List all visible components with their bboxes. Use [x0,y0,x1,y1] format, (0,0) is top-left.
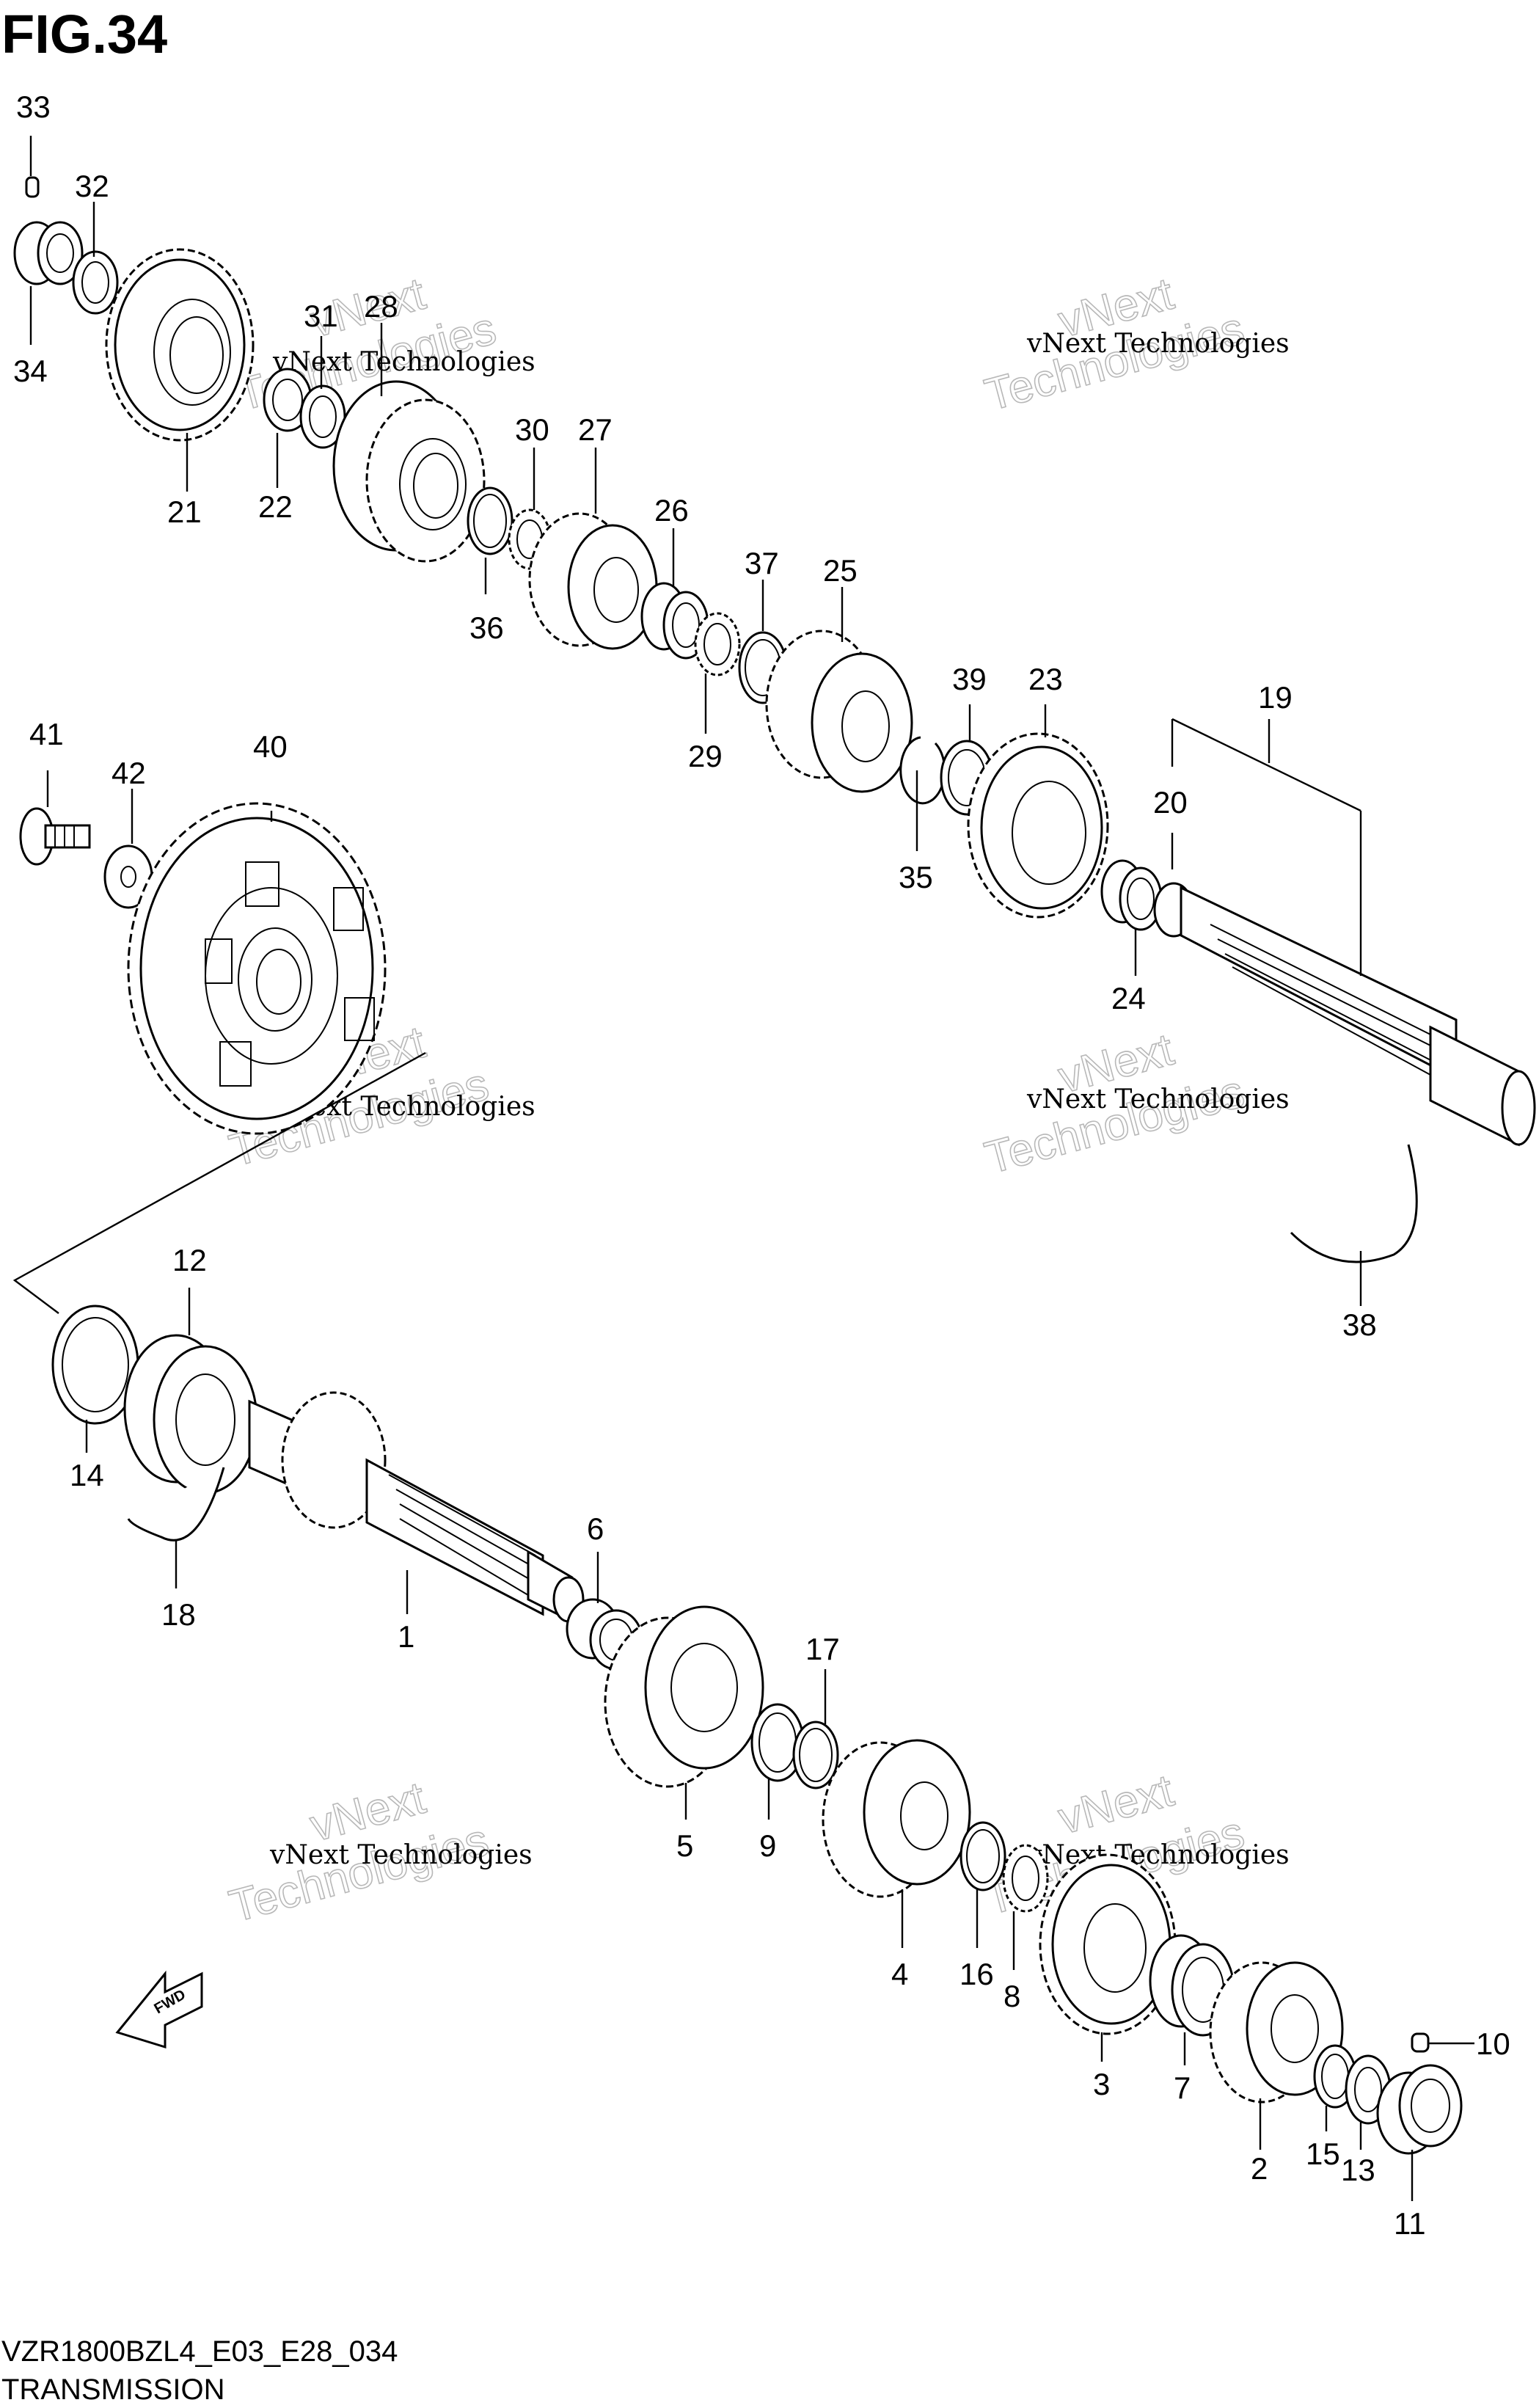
callout-42: 42 [112,756,146,790]
part-gear-28 [332,380,486,563]
part-gear-27 [528,512,658,650]
callout-26: 26 [654,493,689,528]
callout-17: 17 [805,1632,840,1666]
callout-41: 41 [29,717,64,751]
part-circlip-16 [959,1821,1006,1891]
callout-13: 13 [1341,2153,1375,2187]
watermark-top-right: Technologies vNext vNext Technologies [979,268,1290,421]
part-lock-washer-8 [1002,1844,1049,1913]
callout-10: 10 [1476,2026,1510,2061]
part-gear-5 [604,1605,764,1788]
callout-24: 24 [1111,981,1146,1015]
callout-37: 37 [745,546,779,580]
watermark-text: vNext Technologies [269,1840,533,1870]
part-countershaft-19 [1153,882,1536,1147]
part-gear-25 [765,630,913,793]
callout-38: 38 [1342,1307,1377,1342]
callout-29: 29 [688,739,723,773]
callout-19: 19 [1258,680,1293,715]
callout-32: 32 [75,169,109,203]
callout-5: 5 [676,1828,693,1863]
section-name: TRANSMISSION [1,2374,224,2406]
callout-36: 36 [469,610,504,645]
callout-28: 28 [364,289,398,324]
callout-39: 39 [952,662,987,696]
callout-7: 7 [1174,2070,1191,2105]
part-circlip-38 [1290,1144,1418,1263]
fwd-arrow-icon: FWD [115,1970,203,2049]
part-bushing-24 [1100,859,1163,931]
callout-14: 14 [70,1458,104,1492]
part-gear-21 [105,248,255,442]
part-bearing-12 [123,1334,258,1495]
part-bearing-11 [1376,2064,1463,2155]
callout-1: 1 [398,1619,414,1654]
model-code: VZR1800BZL4_E03_E28_034 [1,2335,398,2368]
part-circlip-35 [899,736,946,805]
callout-27: 27 [578,412,613,447]
part-gear-4 [822,1739,971,1898]
callout-18: 18 [161,1597,196,1632]
callout-33: 33 [16,90,51,124]
part-bolt-41 [19,807,91,866]
part-pin-33 [25,176,40,198]
callout-9: 9 [759,1828,776,1863]
callout-12: 12 [172,1243,207,1277]
part-gear-3 [1039,1853,1177,2035]
callout-21: 21 [167,495,202,529]
callout-3: 3 [1093,2067,1110,2101]
callout-23: 23 [1028,662,1063,696]
assembly-link-40-14 [12,1051,426,1314]
callout-22: 22 [258,489,293,524]
callout-20: 20 [1153,785,1188,820]
part-gear-23 [967,732,1109,919]
part-pin-10 [1411,2032,1430,2053]
callout-11: 11 [1394,2206,1426,2241]
watermark-text: vNext Technologies [1026,1084,1290,1114]
watermark-text: vNext Technologies [1026,1840,1290,1870]
callout-6: 6 [587,1511,604,1546]
leader-lines [29,136,1474,2201]
part-driven-gear-40 [127,802,387,1135]
part-washer-32 [72,250,119,315]
callout-30: 30 [515,412,549,447]
part-circlip-36 [467,486,513,555]
callout-15: 15 [1306,2137,1340,2171]
watermark-text: vNext Technologies [272,347,535,377]
part-circlip-18 [127,1467,225,1542]
callout-25: 25 [823,553,858,588]
callout-2: 2 [1251,2151,1268,2186]
assembly-bracket-19 [1171,718,1362,976]
part-circlip-17 [792,1721,839,1789]
part-lock-washer-29 [694,612,741,676]
watermark-mid-right: Technologies vNext vNext Technologies [979,1024,1290,1184]
watermark-bottom-left: Technologies vNext vNext Technologies [224,1772,533,1933]
figure-title: FIG.34 [1,4,167,65]
part-needle-bearing-34 [13,221,84,285]
callout-labels: 33 32 34 21 22 31 28 36 30 27 26 29 37 2… [13,90,1510,2241]
callout-35: 35 [899,860,933,894]
callout-31: 31 [304,299,338,333]
callout-4: 4 [891,1957,908,1991]
callout-34: 34 [13,354,48,388]
callout-16: 16 [959,1957,994,1991]
callout-40: 40 [253,729,288,764]
callout-8: 8 [1004,1979,1020,2013]
part-mainshaft-1 [248,1391,585,1624]
watermark-text: vNext Technologies [1026,329,1290,359]
part-washer-31 [299,384,346,449]
